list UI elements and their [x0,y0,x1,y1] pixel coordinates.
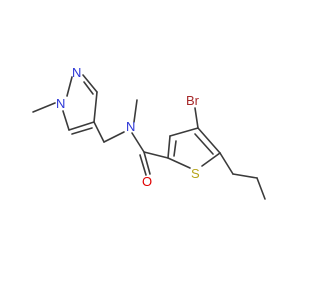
bond-ring-c5-c4-inner [194,133,214,155]
sulfur-atom-label: S [191,166,200,181]
bond-propyl-middle [232,173,258,179]
bond-n-ch2 [103,131,125,143]
bond-pz-c4-c5 [68,121,95,131]
pyrazole-n1-atom-label: N [56,96,65,111]
bond-ring-s-c5 [201,152,221,167]
bond-group [32,74,266,200]
bond-carbonyl-o-2 [139,154,147,176]
pyrazole-n2-atom-label: N [72,65,81,80]
amide-nitrogen-atom-label: N [126,119,135,134]
bond-c4-br [194,107,199,129]
bond-propyl-to-ring [219,152,234,175]
bond-ring-c2-s [167,157,191,169]
bond-ring-c3-c2-inner [173,140,177,157]
bond-pz-c3-c4 [93,91,98,123]
atom-label-group: Br S O N N N [56,65,200,189]
bond-pz-n-methyl [32,102,56,113]
bond-pz-n1-n2 [66,76,73,97]
molecule-structure: Br S O N N N [32,65,266,200]
oxygen-atom-label: O [142,174,152,189]
structure-canvas: Br S O N N N [32,65,266,200]
bond-ring-c3-c2 [167,135,171,159]
bond-pz-n2-c3 [82,74,98,93]
bromine-atom-label: Br [186,93,200,108]
bond-carbonyl-o-1 [143,151,151,175]
bond-n-methyl [133,99,138,123]
bond-pz-n2-c3-inner [83,81,94,95]
bond-ring-c4-c3 [169,127,199,137]
bond-c2-carbonyl [143,151,169,159]
bond-pz-c4-c5-inner [71,127,93,135]
bond-pz-c5-n1 [62,110,70,131]
bond-ch2-pyrazole [93,121,105,143]
bond-carbonyl-n [131,132,145,153]
bond-propyl-terminal [256,177,266,200]
bond-ring-c5-c4 [197,127,221,154]
